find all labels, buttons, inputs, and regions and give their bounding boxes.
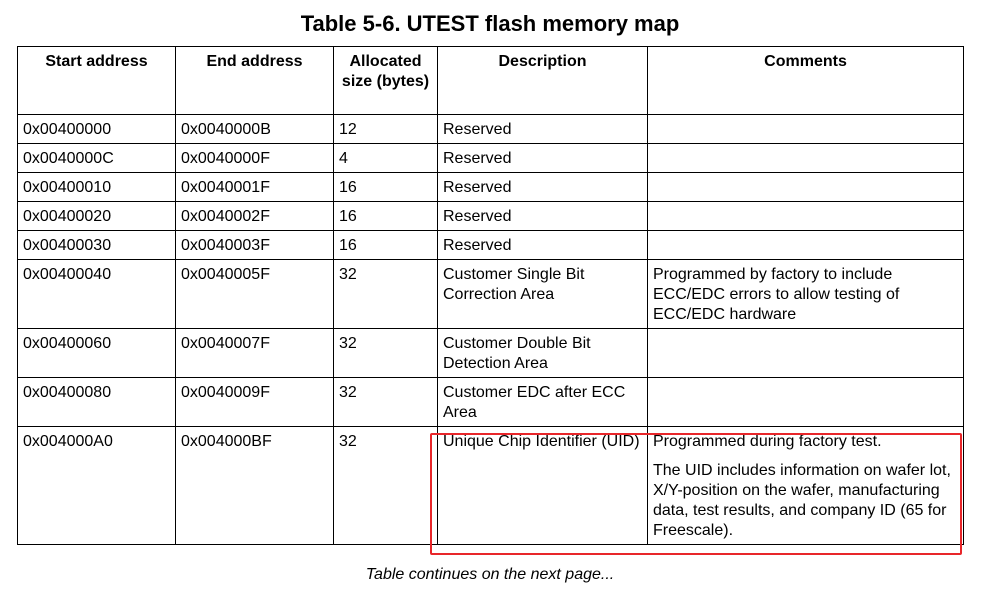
memory-map-table: Start address End address Allocated size… [17,46,964,545]
start-address-cell: 0x00400020 [17,201,176,231]
start-address-cell: 0x00400040 [17,259,176,329]
size-cell: 16 [333,230,438,260]
end-address-cell: 0x004000BF [175,426,334,545]
start-address-cell: 0x00400000 [17,114,176,144]
description-cell: Reserved [437,201,648,231]
end-address-cell: 0x0040000B [175,114,334,144]
comments-cell [647,328,964,378]
header-row: Start address End address Allocated size… [17,46,964,115]
comment-text-detail: The UID includes information on wafer lo… [653,462,951,539]
description-cell: Customer EDC after ECC Area [437,377,648,427]
comments-cell [647,230,964,260]
comment-text: Programmed during factory test. [653,433,882,450]
size-cell: 32 [333,426,438,545]
end-address-cell: 0x0040005F [175,259,334,329]
table-title: Table 5-6. UTEST flash memory map [300,11,680,36]
start-address-cell: 0x00400080 [17,377,176,427]
comments-cell: Programmed during factory test. The UID … [647,426,964,545]
header-comments: Comments [647,46,964,115]
table-row: 0x00400030 0x0040003F 16 Reserved [17,230,964,260]
description-cell: Reserved [437,143,648,173]
header-start-address: Start address [17,46,176,115]
comments-cell [647,114,964,144]
table-row-uid: 0x004000A0 0x004000BF 32 Unique Chip Ide… [17,426,964,545]
size-cell: 16 [333,172,438,202]
comment-text: Programmed by factory to include ECC/EDC… [653,266,900,323]
size-cell: 4 [333,143,438,173]
description-cell: Customer Double Bit Detection Area [437,328,648,378]
comments-cell [647,143,964,173]
start-address-cell: 0x00400060 [17,328,176,378]
header-end-address: End address [175,46,334,115]
comments-cell: Programmed by factory to include ECC/EDC… [647,259,964,329]
end-address-cell: 0x0040000F [175,143,334,173]
table-row: 0x00400020 0x0040002F 16 Reserved [17,201,964,231]
start-address-cell: 0x004000A0 [17,426,176,545]
end-address-cell: 0x0040009F [175,377,334,427]
size-cell: 12 [333,114,438,144]
table-row: 0x00400000 0x0040000B 12 Reserved [17,114,964,144]
table-row: 0x00400080 0x0040009F 32 Customer EDC af… [17,377,964,427]
header-description: Description [437,46,648,115]
size-cell: 32 [333,328,438,378]
comments-cell [647,377,964,427]
start-address-cell: 0x00400010 [17,172,176,202]
comments-cell [647,201,964,231]
end-address-cell: 0x0040007F [175,328,334,378]
size-cell: 16 [333,201,438,231]
table-row: 0x00400010 0x0040001F 16 Reserved [17,172,964,202]
end-address-cell: 0x0040001F [175,172,334,202]
size-cell: 32 [333,377,438,427]
table-row: 0x00400040 0x0040005F 32 Customer Single… [17,259,964,329]
comments-cell [647,172,964,202]
description-cell: Customer Single Bit Correction Area [437,259,648,329]
table-row: 0x0040000C 0x0040000F 4 Reserved [17,143,964,173]
end-address-cell: 0x0040002F [175,201,334,231]
description-cell: Unique Chip Identifier (UID) [437,426,648,545]
end-address-cell: 0x0040003F [175,230,334,260]
table-row: 0x00400060 0x0040007F 32 Customer Double… [17,328,964,378]
description-cell: Reserved [437,172,648,202]
description-cell: Reserved [437,230,648,260]
size-cell: 32 [333,259,438,329]
table-continuation-note: Table continues on the next page... [365,566,615,583]
description-cell: Reserved [437,114,648,144]
start-address-cell: 0x00400030 [17,230,176,260]
header-allocated-size: Allocated size (bytes) [333,46,438,115]
start-address-cell: 0x0040000C [17,143,176,173]
